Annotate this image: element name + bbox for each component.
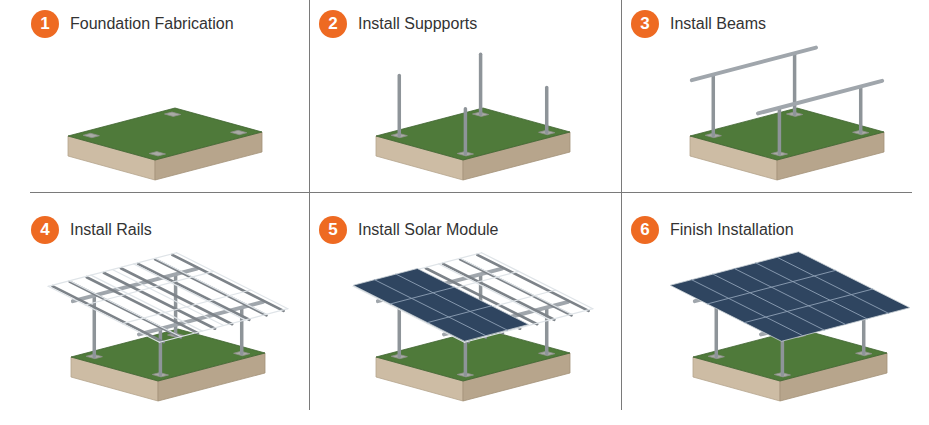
step-number: 3: [631, 10, 659, 38]
module-seam: [427, 306, 491, 323]
module-frame: [482, 253, 593, 309]
scene: [690, 48, 884, 180]
step-node: 6 Finish Installation: [631, 216, 794, 244]
step-node: 3 Install Beams: [631, 10, 766, 38]
module-frame: [134, 264, 245, 320]
separator-line: [621, 0, 622, 410]
beam: [692, 48, 816, 80]
step-number: 4: [31, 216, 59, 244]
step-number: 1: [31, 10, 59, 38]
separator-line: [30, 192, 912, 193]
module-frame: [70, 281, 181, 337]
support-post: [398, 76, 402, 136]
support-post: [778, 109, 782, 154]
support-post: [159, 330, 163, 375]
scene: [376, 54, 570, 180]
module-frame: [48, 286, 159, 342]
grass-top: [690, 108, 884, 160]
step-number: 6: [631, 216, 659, 244]
step-title: Install Rails: [70, 221, 152, 239]
step-title: Install Suppports: [358, 15, 477, 33]
module-seam: [396, 274, 507, 330]
rail: [477, 255, 588, 311]
step-node: 2 Install Suppports: [319, 10, 477, 38]
scene: [48, 253, 288, 401]
support-post: [479, 54, 483, 114]
module-seam: [692, 280, 803, 336]
foundation-pad: [83, 133, 99, 137]
solar-module: [353, 269, 529, 342]
module-seam: [756, 263, 867, 319]
foundation-pad: [231, 130, 247, 134]
module-seam: [713, 274, 824, 330]
module-frame: [177, 253, 288, 309]
step-title: Install Beams: [670, 15, 766, 33]
module-seam: [375, 280, 486, 336]
module-frame: [112, 270, 223, 326]
rail: [172, 255, 283, 311]
step-node: 5 Install Solar Module: [319, 216, 499, 244]
grass-top: [71, 329, 265, 381]
step-node: 4 Install Rails: [31, 216, 152, 244]
step-number: 5: [319, 216, 347, 244]
module-seam: [777, 257, 888, 313]
separator-line: [309, 0, 310, 410]
step-number: 2: [319, 10, 347, 38]
module-seam: [390, 287, 454, 304]
foundation-pad: [165, 112, 181, 116]
step-title: Finish Installation: [670, 221, 794, 239]
step-title: Foundation Fabrication: [70, 15, 234, 33]
step-node: 1 Foundation Fabrication: [31, 10, 234, 38]
support-post: [712, 76, 716, 136]
install-scenes: [48, 48, 910, 401]
beam: [758, 81, 882, 113]
grid-separators: [30, 0, 912, 410]
support-post: [545, 87, 549, 132]
module-frame: [91, 275, 202, 331]
step-title: Install Solar Module: [358, 221, 499, 239]
grass-top: [376, 108, 570, 160]
solar-module: [670, 252, 910, 342]
scene: [68, 108, 262, 180]
rail: [155, 259, 266, 315]
module-seam: [734, 269, 845, 325]
rail: [138, 264, 249, 320]
scene: [670, 252, 910, 401]
grass-top: [68, 108, 262, 160]
module-frame: [155, 258, 266, 314]
foundation-pad: [149, 152, 165, 156]
support-post: [859, 87, 863, 132]
support-post: [464, 109, 468, 154]
scene: [353, 253, 593, 401]
